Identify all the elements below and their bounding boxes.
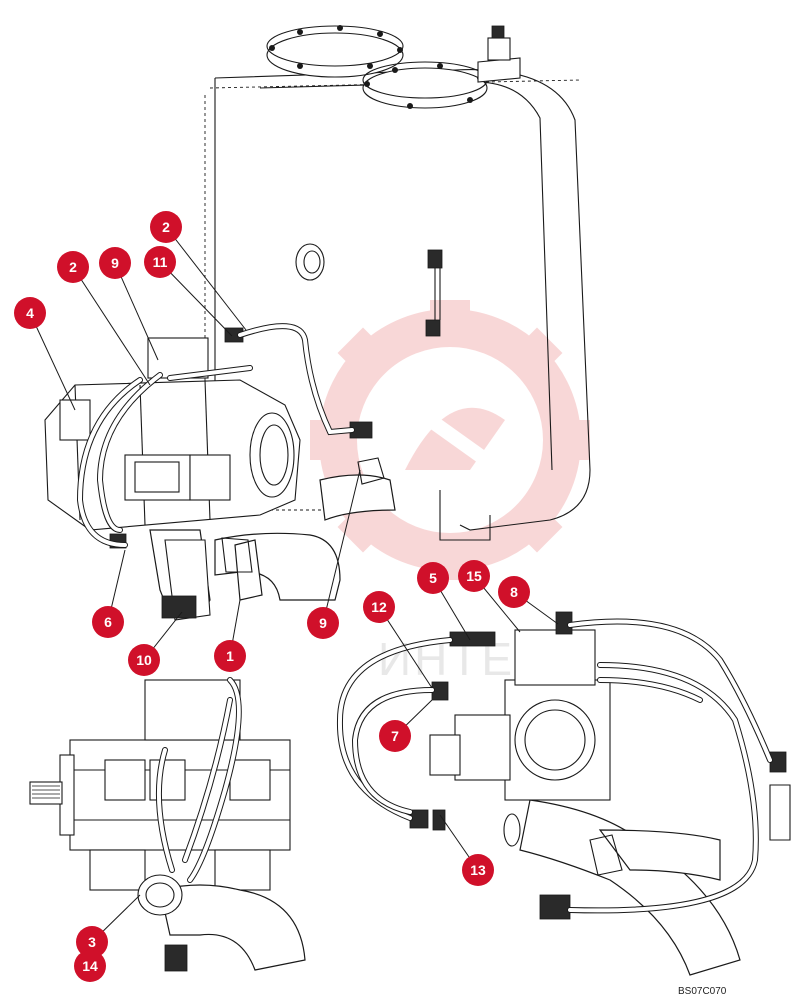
callout-3: 3 bbox=[76, 926, 108, 958]
callout-1: 1 bbox=[214, 640, 246, 672]
svg-text:13: 13 bbox=[470, 862, 486, 878]
callout-9-upper: 9 bbox=[99, 247, 131, 279]
callout-2-left: 2 bbox=[57, 251, 89, 283]
hydraulic-tank bbox=[204, 25, 591, 541]
svg-text:3: 3 bbox=[88, 934, 96, 950]
callout-4: 4 bbox=[14, 297, 46, 329]
svg-text:14: 14 bbox=[82, 958, 98, 974]
callout-9-lower: 9 bbox=[307, 607, 339, 639]
callout-8: 8 bbox=[498, 576, 530, 608]
svg-text:5: 5 bbox=[429, 570, 437, 586]
svg-text:8: 8 bbox=[510, 584, 518, 600]
svg-text:2: 2 bbox=[69, 259, 77, 275]
callout-11: 11 bbox=[144, 246, 176, 278]
callout-14: 14 bbox=[74, 950, 106, 982]
callout-10: 10 bbox=[128, 644, 160, 676]
svg-text:1: 1 bbox=[226, 648, 234, 664]
pump-side-detail bbox=[336, 611, 791, 976]
callout-2-upper: 2 bbox=[150, 211, 182, 243]
callout-5: 5 bbox=[417, 562, 449, 594]
svg-text:4: 4 bbox=[26, 305, 34, 321]
svg-text:15: 15 bbox=[466, 568, 482, 584]
callout-6: 6 bbox=[92, 606, 124, 638]
svg-text:6: 6 bbox=[104, 614, 112, 630]
callout-12: 12 bbox=[363, 591, 395, 623]
svg-text:7: 7 bbox=[391, 728, 399, 744]
main-pump-assembly bbox=[44, 323, 396, 621]
svg-text:12: 12 bbox=[371, 599, 387, 615]
svg-text:11: 11 bbox=[153, 254, 168, 270]
callout-15: 15 bbox=[458, 560, 490, 592]
svg-text:9: 9 bbox=[111, 255, 119, 271]
drawing-code: BS07C070 bbox=[678, 986, 727, 997]
pump-front-view bbox=[29, 677, 306, 972]
callout-13: 13 bbox=[462, 854, 494, 886]
svg-text:2: 2 bbox=[162, 219, 170, 235]
callout-7: 7 bbox=[379, 720, 411, 752]
svg-text:9: 9 bbox=[319, 615, 327, 631]
svg-text:10: 10 bbox=[136, 652, 152, 668]
